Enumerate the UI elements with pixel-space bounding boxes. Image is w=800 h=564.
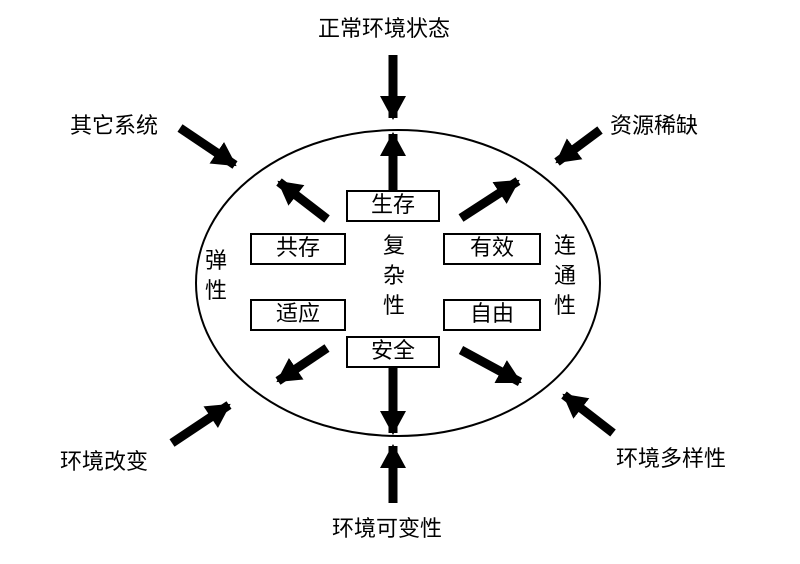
arrow-top-left-inward xyxy=(177,124,238,169)
label-connectivity-char-3: 性 xyxy=(553,294,576,319)
label-connectivity-char-1: 连 xyxy=(553,234,576,259)
label-elasticity: 弹 性 xyxy=(203,247,229,307)
arrow-upper-left-out xyxy=(276,178,330,223)
label-environment-diversity: 环境多样性 xyxy=(616,447,727,472)
system-ellipse xyxy=(195,129,601,437)
label-elasticity-char-1: 弹 xyxy=(204,249,227,274)
box-adaptation: 适应 xyxy=(250,299,346,331)
arrow-bottom-right-inward xyxy=(561,391,616,437)
label-environment-change: 环境改变 xyxy=(60,450,149,475)
label-complexity-char-2: 杂 xyxy=(382,264,405,289)
label-resource-scarcity: 资源稀缺 xyxy=(610,114,699,139)
label-normal-environment: 正常环境状态 xyxy=(318,17,451,42)
box-efficiency: 有效 xyxy=(443,233,541,265)
label-other-systems: 其它系统 xyxy=(70,114,159,139)
label-connectivity: 连 通 性 xyxy=(552,232,578,322)
label-elasticity-char-2: 性 xyxy=(204,279,227,304)
label-complexity-char-1: 复 xyxy=(382,234,405,259)
box-survival: 生存 xyxy=(346,190,440,222)
arrow-bottom-left-inward xyxy=(169,401,232,447)
box-freedom: 自由 xyxy=(443,299,541,331)
arrow-lower-right-out xyxy=(458,346,523,386)
label-connectivity-char-2: 通 xyxy=(553,264,576,289)
box-coexistence: 共存 xyxy=(250,233,346,265)
box-safety: 安全 xyxy=(346,336,440,368)
arrow-top-right-inward xyxy=(554,126,603,166)
arrow-upper-right-out xyxy=(458,177,521,222)
label-environment-variability: 环境可变性 xyxy=(332,517,443,542)
label-complexity-char-3: 性 xyxy=(382,294,405,319)
arrow-lower-left-out xyxy=(275,344,330,385)
label-complexity: 复 杂 性 xyxy=(381,232,407,322)
